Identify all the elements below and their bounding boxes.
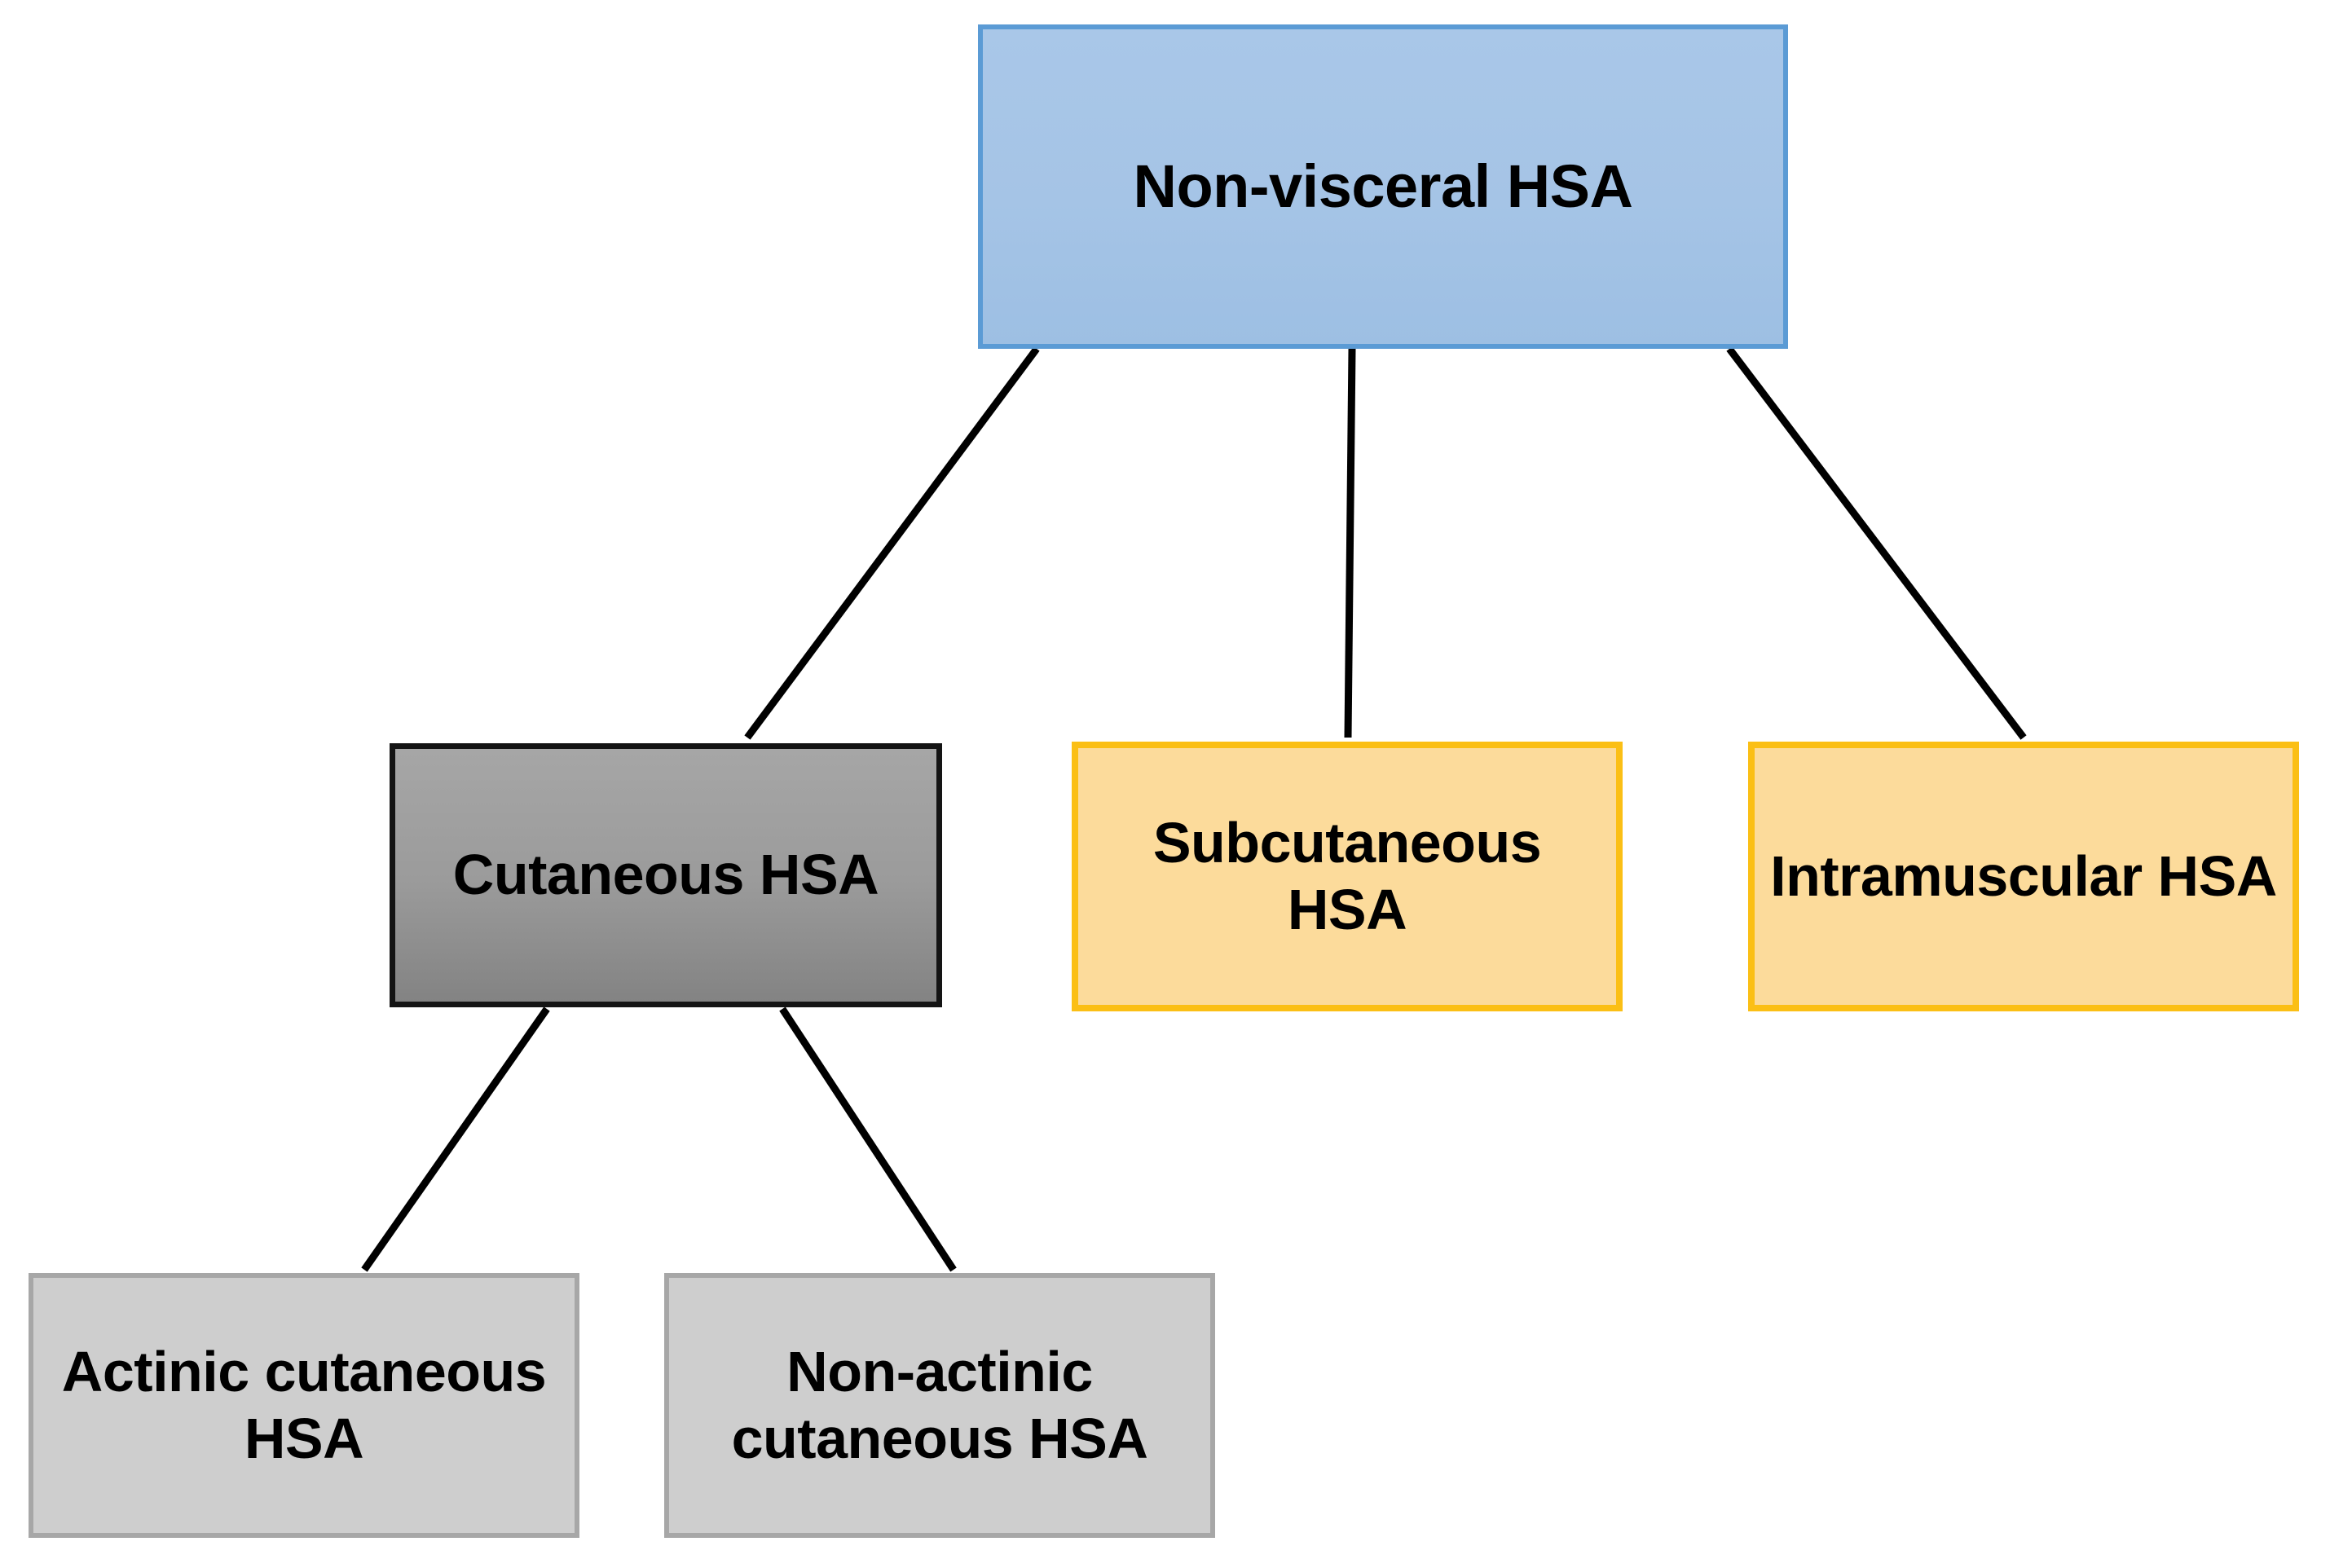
- node-non-visceral-hsa[interactable]: Non-visceral HSA: [978, 24, 1788, 349]
- edge-cutaneous-to-actinic: [361, 1006, 550, 1272]
- edge-root-to-intramuscular: [1726, 346, 2027, 740]
- edge-root-to-cutaneous: [744, 346, 1040, 740]
- node-label-cutaneous-hsa: Cutaneous HSA: [452, 843, 879, 907]
- node-intramuscular-hsa[interactable]: Intramuscular HSA: [1748, 742, 2299, 1011]
- edge-root-to-subcutaneous: [1344, 348, 1356, 738]
- node-label-non-actinic-cutaneous-hsa: Non-actinic cutaneous HSA: [731, 1340, 1148, 1470]
- node-label-intramuscular-hsa: Intramuscular HSA: [1770, 843, 2277, 908]
- edge-cutaneous-to-nonactinic: [779, 1006, 957, 1272]
- node-actinic-cutaneous-hsa[interactable]: Actinic cutaneous HSA: [29, 1273, 579, 1538]
- node-non-actinic-cutaneous-hsa[interactable]: Non-actinic cutaneous HSA: [664, 1273, 1215, 1538]
- node-label-actinic-cutaneous-hsa: Actinic cutaneous HSA: [61, 1340, 547, 1470]
- node-subcutaneous-hsa[interactable]: Subcutaneous HSA: [1072, 742, 1623, 1011]
- node-label-subcutaneous-hsa: Subcutaneous HSA: [1152, 811, 1542, 941]
- node-label-non-visceral-hsa: Non-visceral HSA: [1133, 152, 1633, 221]
- node-cutaneous-hsa[interactable]: Cutaneous HSA: [390, 743, 942, 1007]
